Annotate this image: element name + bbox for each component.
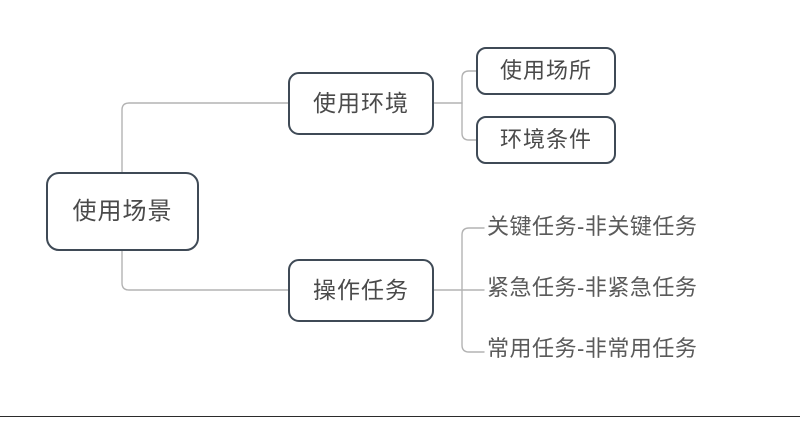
connector-root-to-operation-task [121,250,289,291]
leaf-urgent-task[interactable]: 紧急任务-非紧急任务 [487,275,698,300]
connector-operation-task-to-common [461,289,485,353]
node-usage-place[interactable]: 使用场所 [476,47,616,95]
connector-usage-environment-to-condition [461,102,477,141]
node-environmental-condition-label: 环境条件 [499,127,592,152]
node-root-usage-scenario[interactable]: 使用场景 [46,172,199,251]
node-usage-environment[interactable]: 使用环境 [288,72,434,135]
connector-usage-environment-to-place [461,70,477,104]
node-root-label: 使用场景 [72,197,173,225]
bottom-divider [0,416,800,417]
node-operation-task[interactable]: 操作任务 [288,259,434,322]
leaf-critical-task[interactable]: 关键任务-非关键任务 [487,214,698,239]
connector-root-to-usage-environment [121,102,289,173]
leaf-common-task[interactable]: 常用任务-非常用任务 [487,336,698,361]
node-usage-place-label: 使用场所 [499,58,592,83]
node-usage-environment-label: 使用环境 [313,90,409,116]
connector-operation-task-to-critical [461,227,485,291]
node-environmental-condition[interactable]: 环境条件 [476,116,616,164]
node-operation-task-label: 操作任务 [313,277,409,303]
